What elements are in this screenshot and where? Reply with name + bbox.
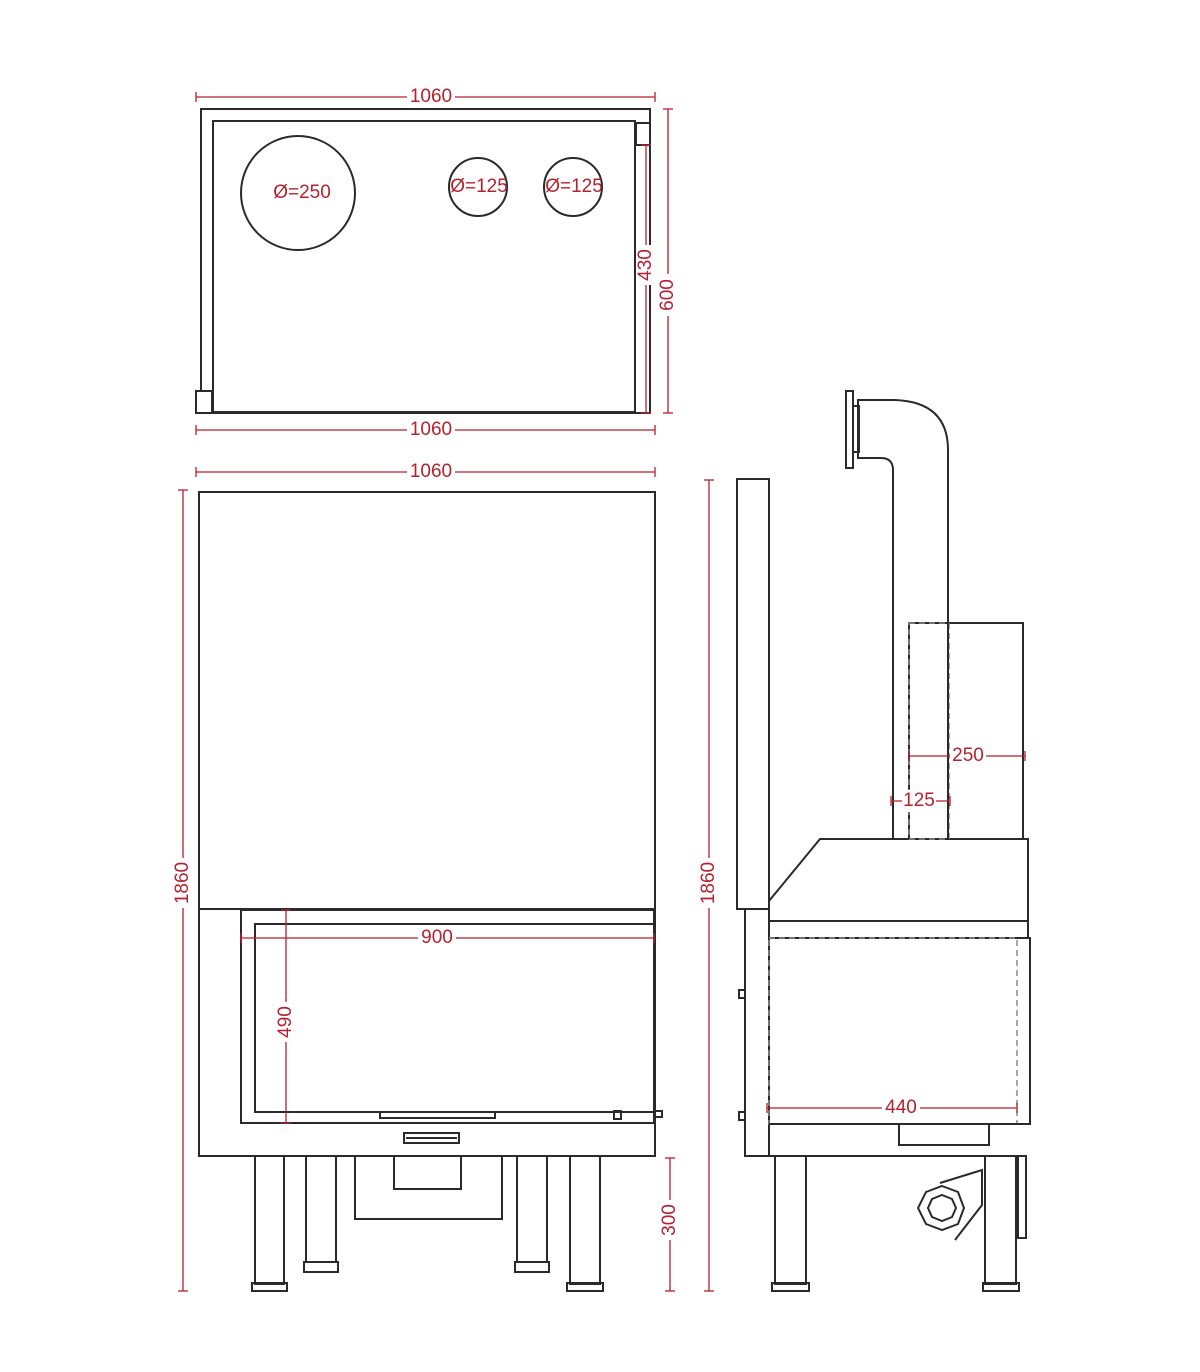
side-front-panel — [736, 478, 770, 910]
dim-depth-inner-label: 430 — [635, 249, 656, 281]
dim-pipe-width: 125 — [890, 790, 951, 812]
side-air-intake — [916, 1184, 966, 1232]
dim-leg-height: 300 — [659, 1157, 680, 1292]
flue-outlet-small-2 — [543, 157, 603, 217]
side-duct-hidden — [908, 622, 950, 840]
front-leg-3 — [516, 1155, 548, 1263]
dim-depth-inner: 430 — [635, 144, 656, 414]
side-flue-flange — [845, 390, 854, 469]
flue-outlet-large — [240, 135, 356, 251]
side-leg-front — [774, 1155, 807, 1285]
side-view: 1860 250 125 440 — [698, 390, 1031, 1292]
side-body-slope — [768, 838, 1029, 922]
flue-large-label: Ø=250 — [273, 182, 331, 203]
front-ash-drawer-handle — [393, 1155, 462, 1190]
front-glass — [254, 923, 655, 1113]
dim-top-width-label: 1060 — [410, 86, 452, 107]
dim-side-height: 1860 — [698, 479, 720, 1292]
front-leg-1 — [254, 1155, 285, 1285]
dim-top-view-bottom-width-label: 1060 — [410, 419, 452, 440]
dim-top-width: 1060 — [195, 86, 656, 108]
dim-front-width: 1060 — [195, 461, 656, 483]
front-leg-3-foot — [514, 1261, 550, 1273]
top-view: Ø=250 Ø=125 Ø=125 1060 1060 430 — [195, 86, 678, 441]
dim-side-depth-label: 440 — [885, 1097, 917, 1118]
top-view-corner-post-left — [195, 390, 213, 414]
side-flue-pipe — [857, 399, 949, 839]
dim-depth-total-label: 600 — [657, 279, 678, 311]
front-leg-2 — [305, 1155, 337, 1263]
front-view: 1060 1860 900 490 — [172, 461, 680, 1292]
flue-small-2-label: Ø=125 — [545, 176, 603, 197]
front-leg-4-foot — [566, 1282, 604, 1292]
side-body-rail — [768, 920, 1029, 939]
side-leg-rear-foot — [982, 1282, 1020, 1292]
side-front-lower — [744, 908, 770, 1157]
side-ash-drawer — [898, 1123, 990, 1146]
dim-pipe-width-label: 125 — [903, 790, 935, 811]
dim-side-height-label: 1860 — [698, 862, 719, 904]
top-view-inner-body — [212, 120, 636, 413]
front-ash-drawer — [354, 1156, 503, 1220]
front-door-handle-bar — [379, 1111, 496, 1119]
side-air-intake-tube — [939, 1168, 983, 1241]
dim-glass-width: 900 — [240, 927, 655, 949]
top-view-corner-post-right — [635, 122, 651, 146]
dim-front-width-label: 1060 — [410, 461, 452, 482]
dim-glass-width-label: 900 — [421, 927, 453, 948]
side-leg-front-foot — [771, 1282, 810, 1292]
front-latch-2 — [653, 1110, 663, 1118]
front-leg-4 — [569, 1155, 601, 1285]
dim-top-view-bottom-width: 1060 — [195, 419, 656, 441]
dim-glass-height-label: 490 — [275, 1006, 296, 1038]
dim-leg-height-label: 300 — [659, 1204, 680, 1236]
side-firebox-hidden — [768, 937, 1018, 1125]
front-leg-2-foot — [303, 1261, 339, 1273]
dim-duct-width: 250 — [908, 745, 1026, 767]
dim-depth-total: 600 — [657, 108, 678, 414]
dim-side-depth: 440 — [766, 1097, 1018, 1119]
front-ash-slot — [403, 1132, 460, 1144]
front-leg-1-foot — [251, 1282, 288, 1292]
front-hood — [198, 491, 656, 910]
dim-duct-width-label: 250 — [952, 745, 984, 766]
dim-front-height: 1860 — [172, 489, 194, 1292]
dim-front-height-label: 1860 — [172, 862, 193, 904]
side-leg-rear — [984, 1155, 1017, 1285]
flue-small-1-label: Ø=125 — [450, 176, 508, 197]
front-latch — [613, 1110, 622, 1120]
flue-outlet-small-1 — [448, 157, 508, 217]
dim-glass-height: 490 — [275, 909, 296, 1124]
